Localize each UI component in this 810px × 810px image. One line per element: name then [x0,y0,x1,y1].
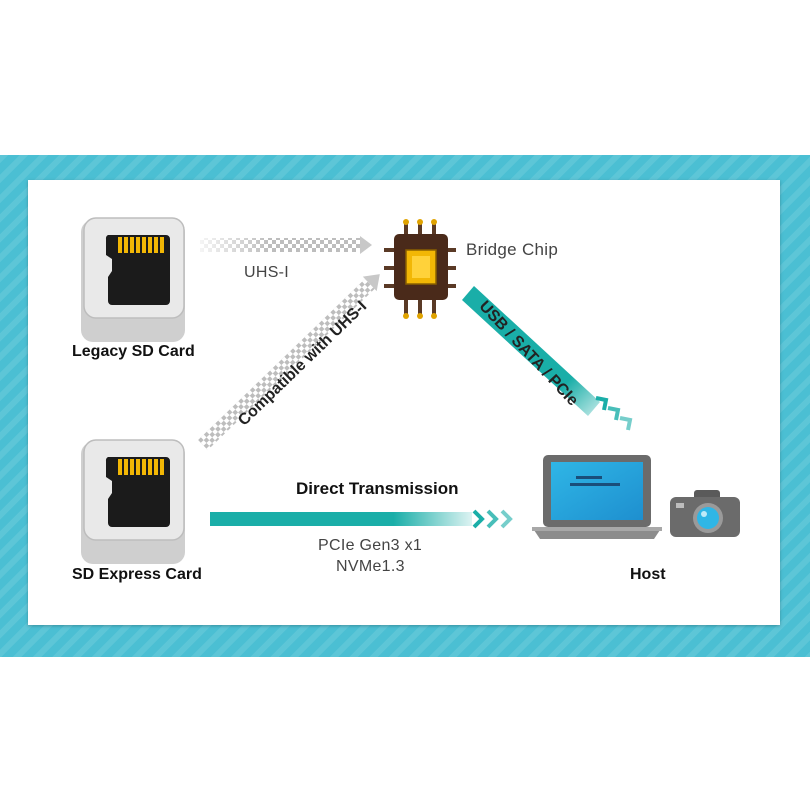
host-label: Host [630,566,666,583]
pcie-label: PCIe Gen3 x1 [318,537,423,554]
camera-icon [670,490,740,537]
compatible-arrow [198,274,380,451]
legacy-card-label: Legacy SD Card [72,343,195,360]
nvme-label: NVMe1.3 [336,558,405,575]
bridge-to-host-arrow [462,286,633,431]
uhs-i-arrow [200,236,372,254]
uhs-i-label: UHS-I [244,264,290,281]
express-card-label: SD Express Card [72,566,202,583]
chip-icon [384,219,456,319]
direct-transmission-label: Direct Transmission [296,479,459,498]
bridge-chip-label: Bridge Chip [466,240,559,259]
microsd-card-icon [81,217,185,342]
direct-transmission-arrow [210,509,513,529]
laptop-icon [532,455,662,539]
microsd-card-icon [81,439,185,564]
